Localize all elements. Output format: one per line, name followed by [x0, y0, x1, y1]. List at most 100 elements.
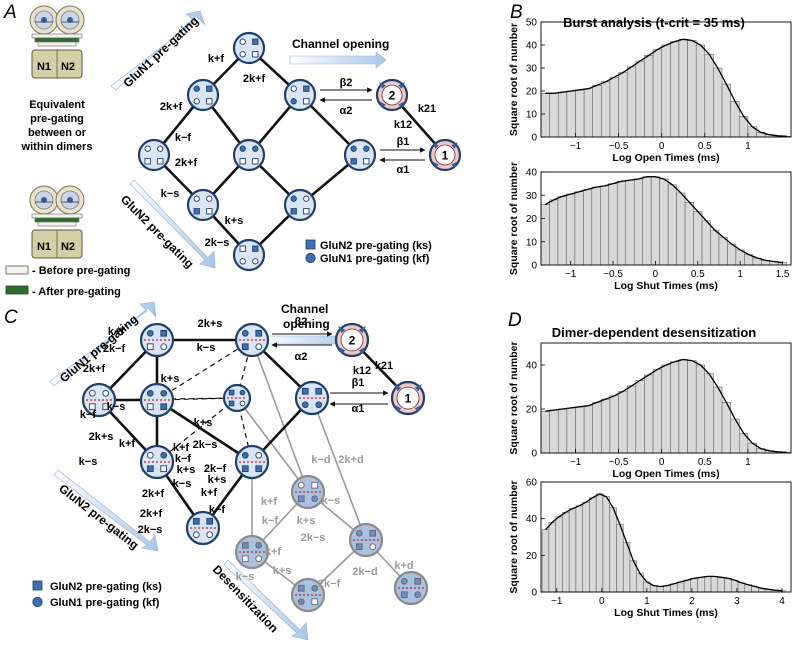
rate-label: 2k−s	[138, 524, 163, 536]
subunit-wedge-icon	[379, 82, 386, 89]
desensitized-state-node	[290, 474, 326, 510]
rate-label: β1	[397, 136, 410, 148]
histogram-bar	[633, 178, 643, 266]
open-state-number: 1	[442, 149, 449, 163]
glun2-resting-square-icon	[160, 465, 168, 473]
rate-label: 2k+s	[198, 318, 223, 330]
state-node-c	[139, 382, 175, 418]
glun1-pregated-circle-icon	[363, 145, 370, 152]
x-tick-label: 1	[737, 269, 743, 280]
rate-label: k−s	[161, 188, 180, 200]
state-node-a	[343, 138, 377, 172]
glun1-pregated-circle-icon	[350, 145, 357, 152]
y-tick-label: 0	[531, 261, 537, 272]
glun1-pregated-circle-icon	[290, 98, 297, 105]
rate-label: k−s	[79, 456, 98, 468]
glun1-resting-circle-icon	[144, 145, 151, 152]
y-axis-label: Square root of number	[508, 162, 520, 275]
desensitization-rate-label: 2k+d	[338, 454, 363, 466]
open-state-number: 1	[405, 392, 412, 406]
state-node-a-top	[232, 31, 266, 65]
before-pregating-icon	[5, 265, 29, 275]
glun2-pregated-square-icon	[255, 465, 263, 473]
open-state-a-2: 2	[375, 78, 409, 112]
tetramer-top-n1: N1	[37, 61, 51, 73]
glun2-pregated-square-icon	[160, 403, 168, 411]
glun1-pregated-circle-icon	[255, 541, 263, 549]
glun1-resting-circle-icon	[303, 195, 310, 202]
desensitization-rate-label: k+s	[273, 565, 292, 577]
histogram-bar	[678, 39, 688, 138]
glun1-pregated-circle-icon	[146, 329, 154, 337]
plot-frame	[540, 342, 792, 454]
glun2-pregated-square-icon	[255, 329, 263, 337]
glun2-resting-square-icon	[303, 98, 310, 105]
glun1-pregated-circle-icon	[241, 329, 249, 337]
y-tick-label: 60	[526, 478, 538, 489]
x-tick-label: −0.5	[603, 269, 623, 280]
histogram-bar	[659, 178, 669, 266]
glun1-pregated-circle-icon	[311, 584, 319, 592]
x-tick-label: 3	[734, 596, 740, 607]
y-tick-label: 20	[526, 214, 538, 225]
glun2-resting-square-icon	[311, 481, 319, 489]
glun2-resting-square-icon	[239, 245, 246, 252]
histogram-bar	[724, 578, 732, 593]
glun1-resting-circle-icon	[239, 51, 246, 58]
glun2-resting-square-icon	[144, 158, 151, 165]
histogram-bar	[540, 204, 550, 266]
histogram-bar	[540, 410, 550, 454]
x-tick-label: 4	[779, 596, 785, 607]
glun2-resting-square-icon	[239, 158, 246, 165]
glun1-resting-circle-icon	[157, 145, 164, 152]
glun1-resting-circle-icon	[369, 543, 377, 551]
histogram-bar	[589, 497, 597, 593]
glun2-square-icon	[305, 239, 316, 250]
histogram-bar	[721, 402, 731, 454]
state-node-c	[234, 322, 270, 358]
x-axis-label: Log Open Times (ms)	[612, 152, 719, 164]
svg-text:GluN1 pre-gating: GluN1 pre-gating	[120, 14, 201, 91]
glun1-resting-circle-icon	[252, 258, 259, 265]
desensitization-rate-label: 2k−s	[301, 532, 326, 544]
glun2-resting-square-icon	[241, 555, 249, 563]
y-tick-label: 10	[526, 237, 538, 248]
histogram-bar	[557, 408, 568, 454]
legend-c-glun2: GluN2 pre-gating (ks)	[50, 581, 162, 593]
x-tick-label: 2	[689, 596, 695, 607]
histogram-bar	[704, 53, 714, 138]
rate-label: k−s	[107, 401, 126, 413]
glun1-pregated-circle-icon	[160, 389, 168, 397]
glun1-pregated-circle-icon	[252, 145, 259, 152]
histogram-bar	[704, 373, 714, 454]
x-tick-label: 0	[653, 269, 659, 280]
dashed-transition-line	[156, 339, 253, 401]
histogram-bar	[656, 586, 664, 593]
state-node-c	[139, 444, 175, 480]
glun1-pregated-circle-icon	[414, 591, 422, 599]
y-tick-label: 30	[526, 64, 538, 75]
histogram-bar	[701, 220, 711, 266]
subunit-wedge-icon	[398, 82, 405, 89]
rate-label: k12	[394, 119, 412, 131]
subunit-wedge-icon	[379, 101, 386, 108]
histogram-bar	[737, 582, 746, 593]
glun2-pregated-square-icon	[303, 85, 310, 92]
histogram-bar	[678, 359, 688, 454]
glun2-resting-square-icon	[252, 51, 259, 58]
glun1-resting-circle-icon	[193, 98, 200, 105]
y-tick-label: 50	[526, 18, 538, 29]
connection-line	[156, 398, 253, 464]
glun1-pregated-circle-icon	[355, 529, 363, 537]
rate-label: 2k−s	[193, 439, 218, 451]
fitted-curve	[544, 176, 783, 264]
rate-label: 2k+f	[83, 363, 106, 375]
subunit-wedge-icon	[451, 142, 458, 149]
rate-label: k+f	[173, 442, 190, 454]
rate-label: k−f	[175, 453, 192, 465]
histogram-bar	[695, 44, 706, 138]
glun2-pregated-square-icon	[252, 245, 259, 252]
histogram-bar	[592, 402, 602, 454]
rate-label: β2	[295, 316, 308, 328]
panel-d-title: Dimer-dependent desensitization	[552, 325, 756, 340]
